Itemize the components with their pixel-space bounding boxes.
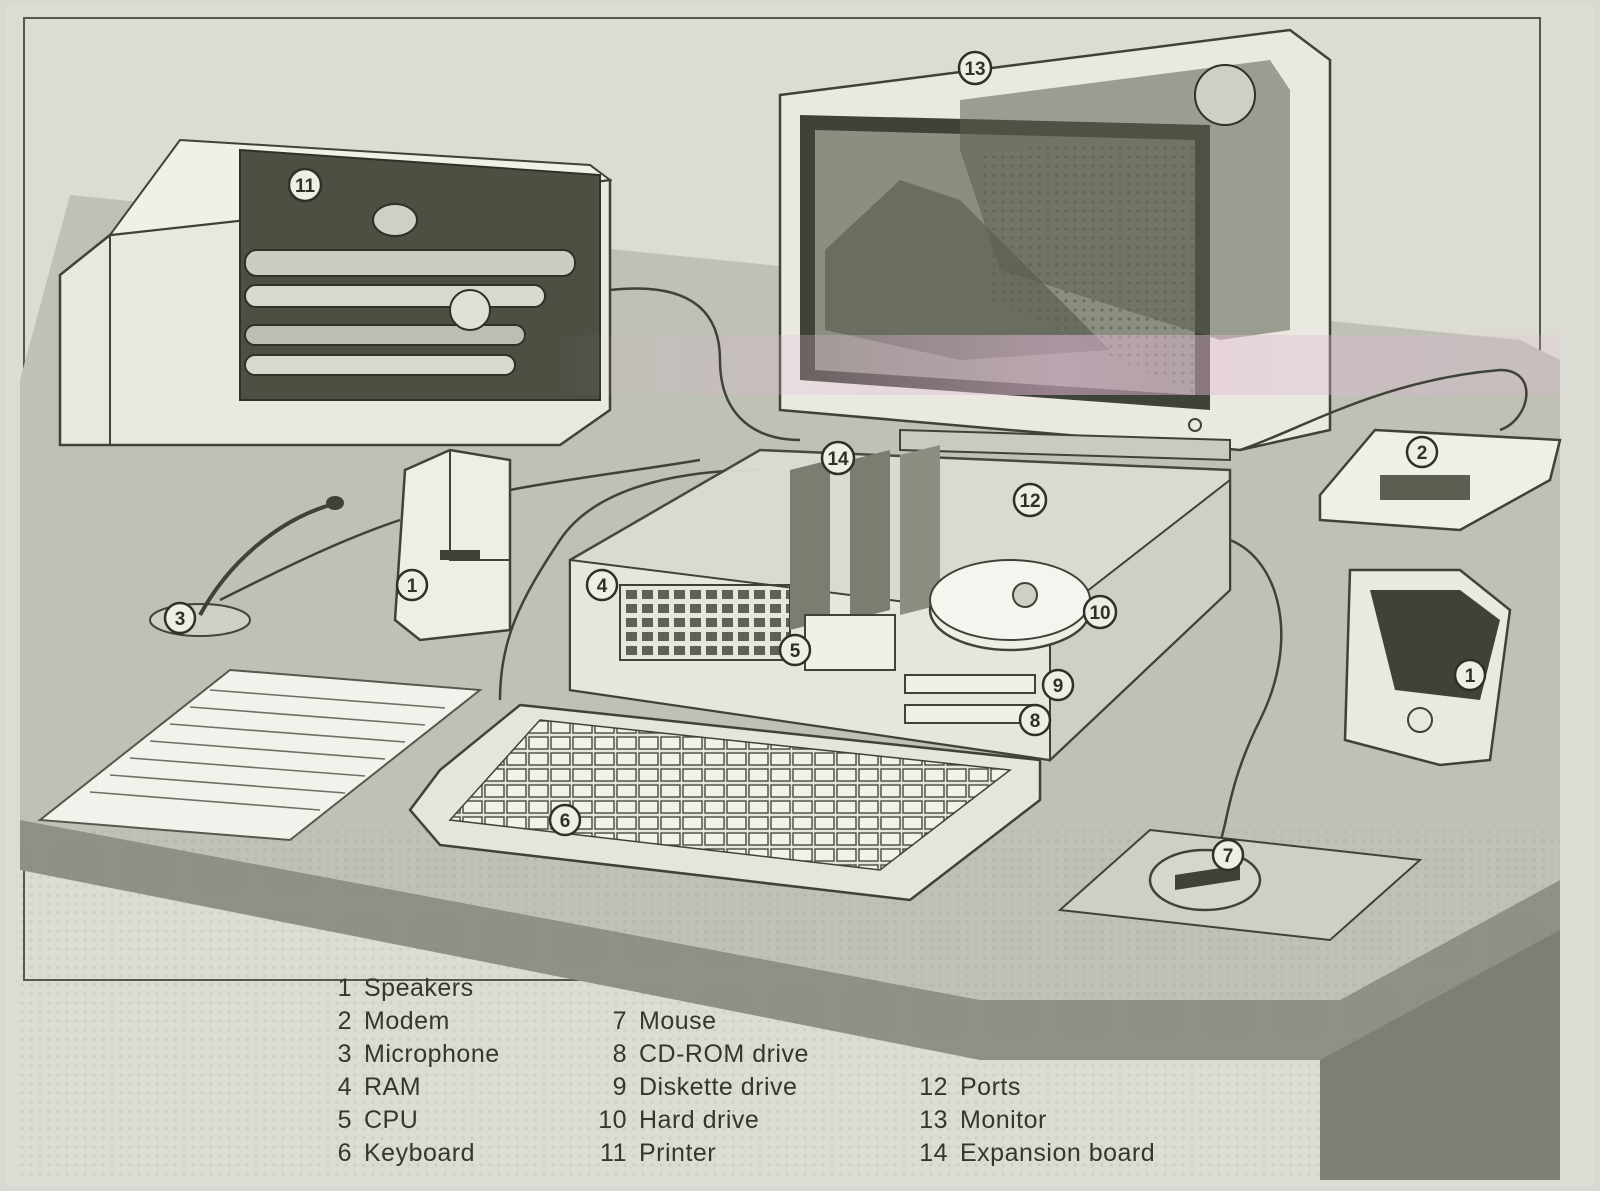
- legend-number: 1: [337, 974, 352, 1002]
- marker-14: 14: [820, 440, 856, 476]
- svg-text:7: 7: [1223, 846, 1234, 867]
- legend-item-mouse: 7 Mouse: [595, 1007, 717, 1036]
- legend-label: Speakers: [364, 974, 474, 1002]
- monitor: [778, 28, 1332, 462]
- keyboard: [408, 703, 1042, 902]
- legend-item-ports: 12 Ports: [912, 1073, 1021, 1102]
- legend-item-cpu: 5 CPU: [330, 1106, 418, 1135]
- svg-text:5: 5: [790, 641, 801, 662]
- marker-10: 10: [1082, 594, 1118, 630]
- legend-number: 10: [598, 1106, 627, 1134]
- legend: 1 Speakers 2 Modem 3 Microphone 4 RAM 5 CPU 6…: [320, 974, 1320, 1174]
- legend-item-keyboard: 6 Keyboard: [330, 1139, 475, 1168]
- legend-label: CPU: [364, 1106, 419, 1134]
- legend-number: 8: [612, 1040, 627, 1068]
- marker-3: 3: [163, 601, 197, 635]
- marker-2: 2: [1405, 435, 1439, 469]
- legend-label: CD-ROM drive: [639, 1040, 809, 1068]
- svg-text:1: 1: [1465, 666, 1476, 687]
- legend-number: 11: [600, 1139, 627, 1167]
- svg-text:2: 2: [1417, 443, 1428, 464]
- marker-4: 4: [585, 568, 619, 602]
- legend-label: Ports: [960, 1073, 1021, 1101]
- legend-number: 3: [337, 1040, 352, 1068]
- marker-6: 6: [548, 803, 582, 837]
- legend-label: Diskette drive: [639, 1073, 798, 1101]
- legend-number: 12: [919, 1073, 948, 1101]
- svg-text:1: 1: [407, 576, 418, 597]
- legend-label: RAM: [364, 1073, 422, 1101]
- legend-item-expansion-board: 14 Expansion board: [912, 1139, 1155, 1168]
- legend-label: Mouse: [639, 1007, 717, 1035]
- svg-text:8: 8: [1030, 711, 1041, 732]
- legend-number: 4: [337, 1073, 352, 1101]
- document: [37, 668, 483, 842]
- svg-text:10: 10: [1089, 603, 1110, 624]
- marker-11: 11: [287, 167, 323, 203]
- svg-text:13: 13: [964, 59, 985, 80]
- marker-5: 5: [778, 633, 812, 667]
- legend-label: Monitor: [960, 1106, 1047, 1134]
- legend-label: Hard drive: [639, 1106, 760, 1134]
- color-tint: [560, 335, 1560, 395]
- marker-1-right: 1: [1453, 658, 1487, 692]
- svg-text:4: 4: [597, 576, 608, 597]
- svg-text:9: 9: [1053, 676, 1064, 697]
- legend-item-monitor: 13 Monitor: [912, 1106, 1047, 1135]
- legend-item-modem: 2 Modem: [330, 1007, 450, 1036]
- svg-text:3: 3: [175, 609, 186, 630]
- legend-item-diskette-drive: 9 Diskette drive: [595, 1073, 797, 1102]
- marker-8: 8: [1018, 703, 1052, 737]
- markers: 1 1 2 3 4 5 6 7 8 9 10 11 12 13 14: [163, 50, 1487, 872]
- marker-13: 13: [957, 50, 993, 86]
- cables: [219, 287, 1528, 861]
- svg-text:14: 14: [827, 449, 849, 470]
- legend-number: 14: [919, 1139, 948, 1167]
- legend-number: 6: [337, 1139, 352, 1167]
- legend-label: Expansion board: [960, 1139, 1156, 1167]
- legend-label: Printer: [639, 1139, 717, 1167]
- legend-item-cd-rom-drive: 8 CD-ROM drive: [595, 1040, 809, 1069]
- legend-label: Microphone: [364, 1040, 500, 1068]
- legend-label: Keyboard: [364, 1139, 476, 1167]
- marker-1-left: 1: [395, 568, 429, 602]
- legend-number: 5: [337, 1106, 352, 1134]
- svg-text:11: 11: [295, 176, 316, 197]
- svg-text:12: 12: [1019, 491, 1040, 512]
- legend-number: 2: [337, 1007, 352, 1035]
- svg-text:6: 6: [560, 811, 571, 832]
- marker-9: 9: [1041, 668, 1075, 702]
- speaker-left: [393, 448, 512, 642]
- legend-item-hard-drive: 10 Hard drive: [595, 1106, 759, 1135]
- marker-12: 12: [1012, 482, 1048, 518]
- printer: [58, 138, 613, 447]
- legend-label: Modem: [364, 1007, 450, 1035]
- legend-item-speakers: 1 Speakers: [330, 974, 474, 1003]
- legend-number: 9: [612, 1073, 627, 1101]
- legend-item-microphone: 3 Microphone: [330, 1040, 500, 1069]
- legend-number: 13: [919, 1106, 948, 1134]
- marker-7: 7: [1211, 838, 1245, 872]
- speaker-right: [1343, 568, 1512, 767]
- legend-item-printer: 11 Printer: [595, 1139, 716, 1168]
- modem: [1318, 428, 1562, 532]
- legend-number: 7: [612, 1007, 627, 1035]
- legend-item-ram: 4 RAM: [330, 1073, 421, 1102]
